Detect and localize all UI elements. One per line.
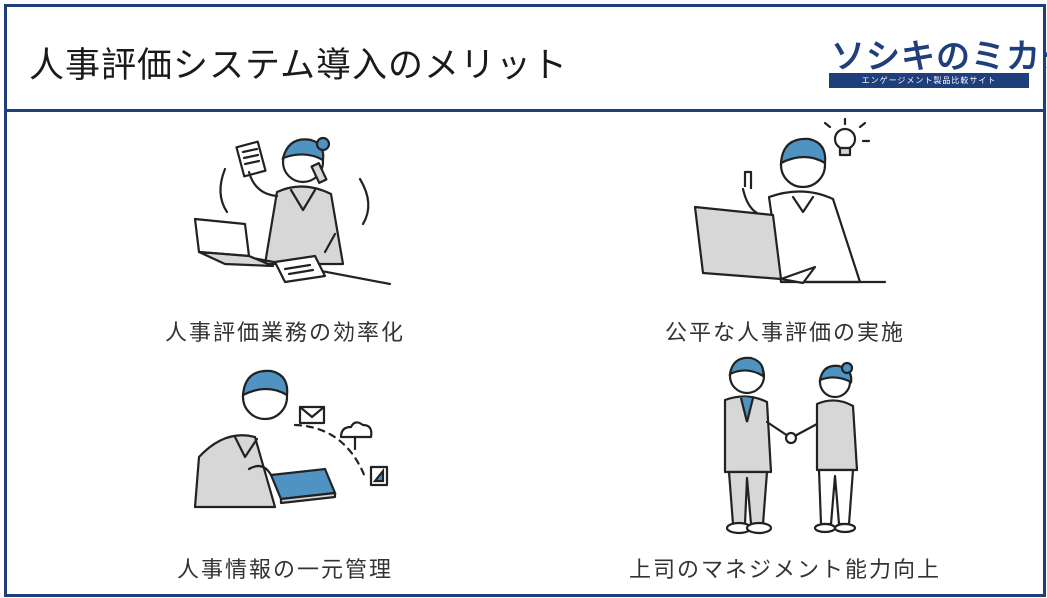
logo-tagline: エンゲージメント製品比較サイト xyxy=(829,73,1029,88)
benefit-label: 人事評価業務の効率化 xyxy=(164,321,405,346)
logo: ソシキのミカタ エンゲージメント製品比較サイト xyxy=(829,29,1047,91)
benefit-card-management-skills: 上司のマネジメント能力向上 xyxy=(525,352,1043,594)
benefit-label: 上司のマネジメント能力向上 xyxy=(628,558,941,583)
benefit-card-efficiency: 人事評価業務の効率化 xyxy=(7,112,525,352)
slide-frame: 人事評価システム導入のメリット ソシキのミカタ エンゲージメント製品比較サイト xyxy=(4,4,1047,597)
logo-text: ソシキのミカタ xyxy=(831,37,1047,77)
tablet-cloud-icon xyxy=(193,369,389,509)
busy-office-worker-icon xyxy=(193,136,392,286)
handshake-icon xyxy=(723,356,859,535)
benefit-label: 人事情報の一元管理 xyxy=(176,558,393,583)
idea-worker-icon xyxy=(693,117,887,285)
benefit-label: 公平な人事評価の実施 xyxy=(664,321,905,346)
benefit-card-centralized-data: 人事情報の一元管理 xyxy=(7,352,525,594)
header: 人事評価システム導入のメリット ソシキのミカタ エンゲージメント製品比較サイト xyxy=(7,7,1047,112)
page-title: 人事評価システム導入のメリット xyxy=(29,46,568,86)
benefit-card-fair-evaluation: 公平な人事評価の実施 xyxy=(525,112,1043,352)
